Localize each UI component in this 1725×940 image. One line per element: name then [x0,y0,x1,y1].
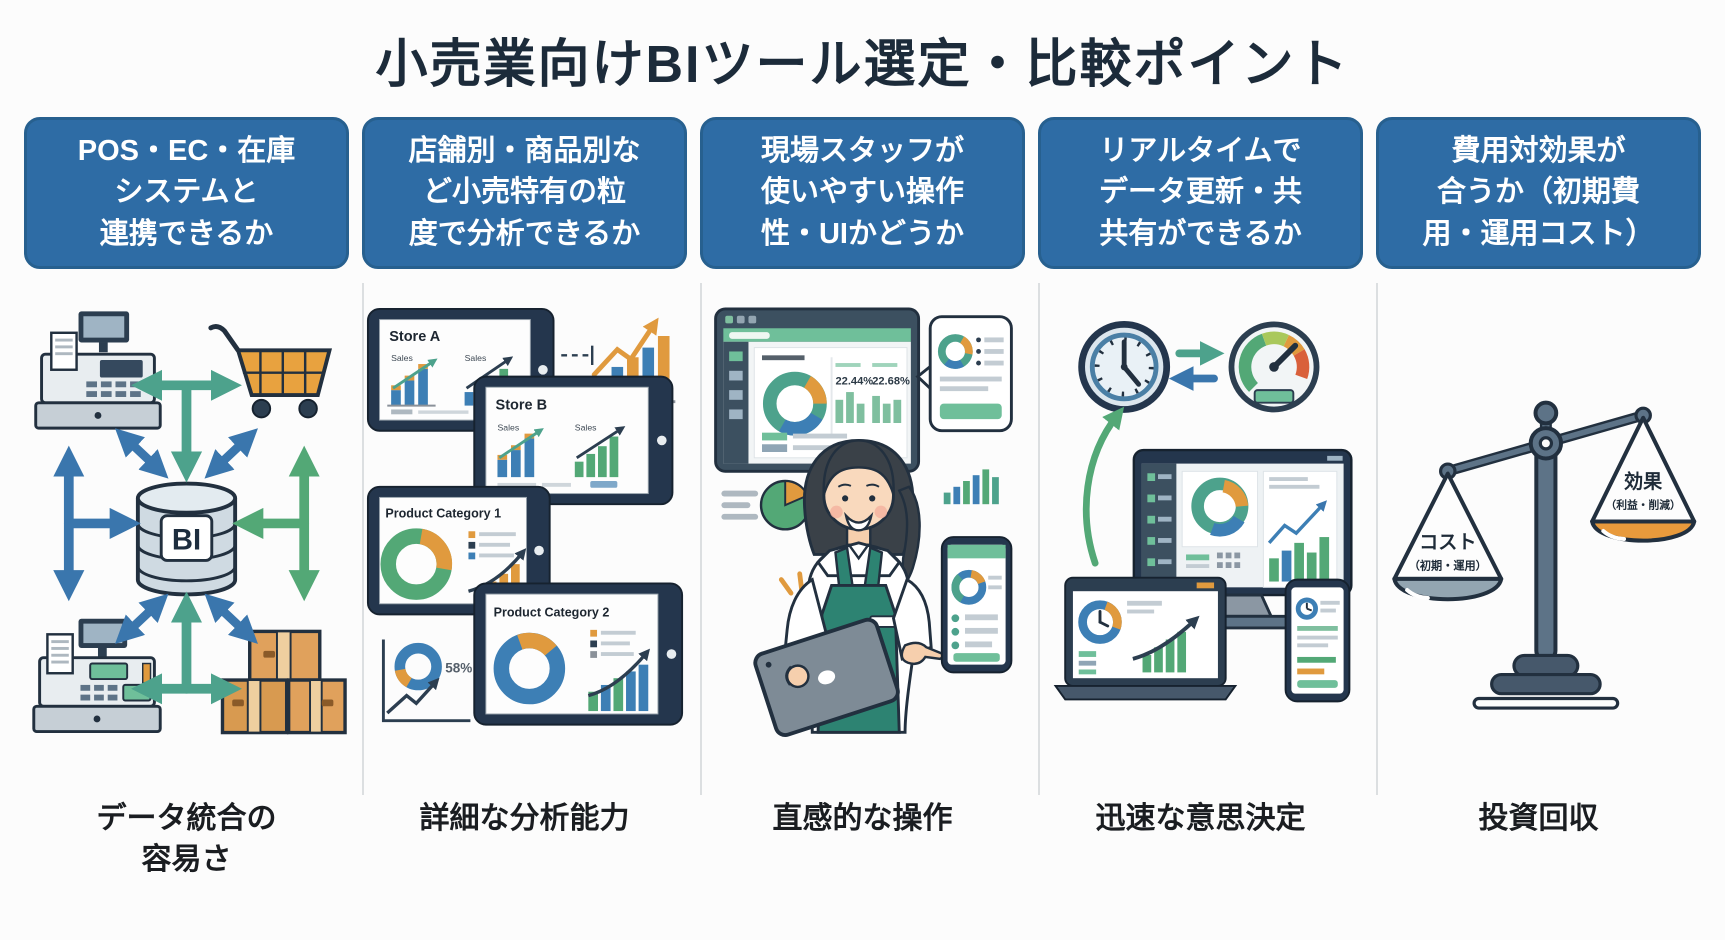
speech-bubble-icon [915,315,1013,433]
sales-label: Sales [391,353,413,363]
tablet-store-b: Store B Sales Sales [473,375,674,506]
laptop-icon [1053,576,1238,701]
tablet-title: Product Category 1 [385,507,501,521]
sales-label: Sales [575,423,597,433]
header-box-integration: POS・EC・在庫 システムと 連携できるか [24,117,349,269]
up-arrow [1082,406,1125,567]
sales-label: Sales [497,423,519,433]
tablet-product-category-2: Product Category 2 [473,582,684,726]
effect-pan-sublabel: （利益・削減） [1606,499,1681,512]
window-dot-icon [725,315,733,324]
cost-pan: コスト （初期・運用） [1392,471,1504,602]
percentage-stat-icon: 58% [381,639,472,723]
window-dot-icon [748,315,757,324]
data-integration-graphic: BI [32,311,347,735]
clock-icon [1078,321,1171,413]
header-row: POS・EC・在庫 システムと 連携できるか 店舗別・商品別な ど小売特有の粒 … [24,117,1701,269]
effect-pan: 効果 （利益・削減） [1590,415,1697,543]
bi-database-icon: BI [135,481,238,597]
shipping-boxes-icon [220,629,347,735]
stat-value: 22.68% [872,375,910,387]
tablet-title: Product Category 2 [494,605,610,619]
pie-chart-icon [721,479,811,531]
illustration-usability: 22.44% 22.68% [700,283,1025,795]
footer-row: データ統合の 容易さ 詳細な分析能力 直感的な操作 迅速な意思決定 投資回収 [24,799,1701,880]
bi-database-label: BI [172,525,201,557]
illustration-row: BI [24,283,1701,795]
pointing-hand [900,641,945,666]
granular-analysis-graphic: Store A Sales Sales [366,307,684,726]
balance-scale-graphic: コスト （初期・運用） 効果 （利益・削減） [1392,400,1697,710]
footer-label-analysis: 詳細な分析能力 [419,802,630,835]
page-title: 小売業向けBIツール選定・比較ポイント [375,36,1350,94]
mini-bar-chart-icon [943,469,999,505]
speedometer-gauge-icon [1228,321,1320,413]
footer-label-integration: データ統合の 容易さ [96,802,277,876]
header-box-granularity: 店舗別・商品別な ど小売特有の粒 度で分析できるか [362,117,687,269]
cost-pan-label: コスト [1419,533,1476,554]
cost-pan-sublabel: （初期・運用） [1409,558,1487,572]
usability-graphic: 22.44% 22.68% [714,307,1013,737]
shopping-cart-icon [208,324,333,419]
smartphone-icon [940,536,1013,674]
footer-label-operation: 直感的な操作 [772,802,953,835]
header-box-usability: 現場スタッフが 使いやすい操作 性・UIかどうか [700,117,1025,269]
staff-member [753,438,945,737]
footer-label-decision: 迅速な意思決定 [1095,802,1306,835]
sales-label: Sales [465,353,487,363]
header-box-realtime: リアルタイムで データ更新・共 共有ができるか [1038,117,1363,269]
illustration-roi: コスト （初期・運用） 効果 （利益・削減） [1376,283,1701,795]
illustration-realtime [1038,283,1363,795]
sync-arrows [1168,341,1225,391]
tablet-in-hand [753,617,900,737]
stat-value: 22.44% [835,375,873,387]
bi-tool-comparison-infographic: 小売業向けBIツール選定・比較ポイント POS・EC・在庫 システムと 連携でき… [0,22,1725,880]
balance-scale-icon: コスト （初期・運用） 効果 （利益・削減） [1392,400,1697,710]
tablet-product-category-1: Product Category 1 [366,485,551,616]
pos-register-icon [34,311,162,430]
smartphone-icon [1284,578,1351,703]
dashboard-window: 22.44% 22.68% [714,307,921,473]
window-dot-icon [736,315,745,324]
illustration-granular-analysis: Store A Sales Sales [362,283,687,795]
header-box-cost: 費用対効果が 合うか（初期費 用・運用コスト） [1376,117,1701,269]
tablet-title: Store A [389,329,441,345]
illustration-data-integration: BI [24,283,349,795]
footer-label-roi: 投資回収 [1478,802,1599,835]
percent-label: 58% [445,660,472,675]
sync-arrows [53,369,320,705]
realtime-graphic [1053,321,1353,703]
effect-pan-label: 効果 [1624,470,1663,493]
tablet-title: Store B [496,397,548,413]
cash-register-icon [32,618,162,734]
